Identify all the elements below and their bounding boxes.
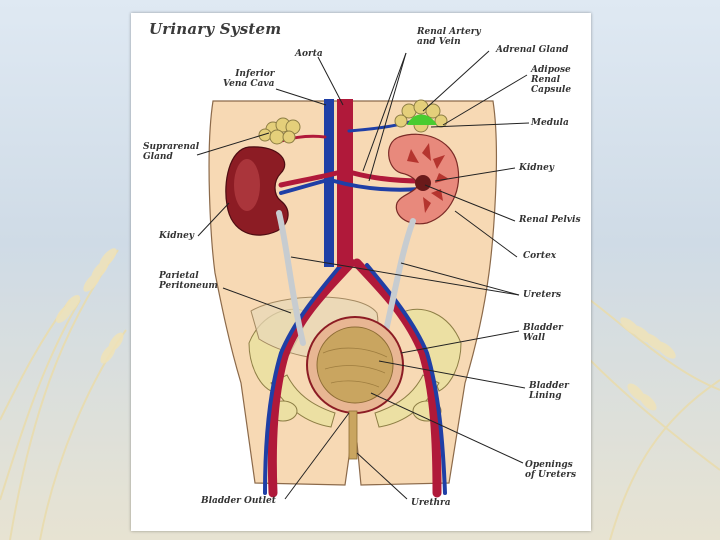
label-openings-of-ureters: Openings of Ureters <box>525 460 576 480</box>
label-medula: Medula <box>531 118 569 128</box>
label-ureters: Ureters <box>523 290 561 300</box>
label-cortex: Cortex <box>523 251 556 261</box>
vena-cava <box>324 99 334 267</box>
wheat-decoration-left <box>0 0 130 540</box>
bladder-lining-shape <box>317 327 393 403</box>
label-aorta: Aorta <box>295 49 323 59</box>
label-bladder-lining: Bladder Lining <box>529 381 569 401</box>
label-adipose-renal-capsule: Adipose Renal Capsule <box>531 65 571 95</box>
label-urethra: Urethra <box>411 498 451 508</box>
label-kidney-left: Kidney <box>159 231 194 241</box>
slide-panel: Urinary System Aorta Inferior Vena Cava … <box>131 13 591 531</box>
label-parietal-peritoneum: Parietal Peritoneum <box>159 271 218 291</box>
urethra-shape <box>349 411 357 459</box>
label-renal-artery-and-vein: Renal Artery and Vein <box>417 27 481 47</box>
wheat-decoration-right <box>590 0 720 540</box>
label-adrenal-gland: Adrenal Gland <box>496 45 568 55</box>
label-kidney-right: Kidney <box>519 163 554 173</box>
diagram-title: Urinary System <box>149 20 281 38</box>
label-renal-pelvis: Renal Pelvis <box>519 215 581 225</box>
label-bladder-outlet: Bladder Outlet <box>201 496 276 506</box>
label-suprarenal-gland: Suprarenal Gland <box>143 142 199 162</box>
label-bladder-wall: Bladder Wall <box>523 323 563 343</box>
label-inferior-vena-cava: Inferior Vena Cava <box>223 69 274 89</box>
kidney-left-highlight <box>234 159 260 211</box>
